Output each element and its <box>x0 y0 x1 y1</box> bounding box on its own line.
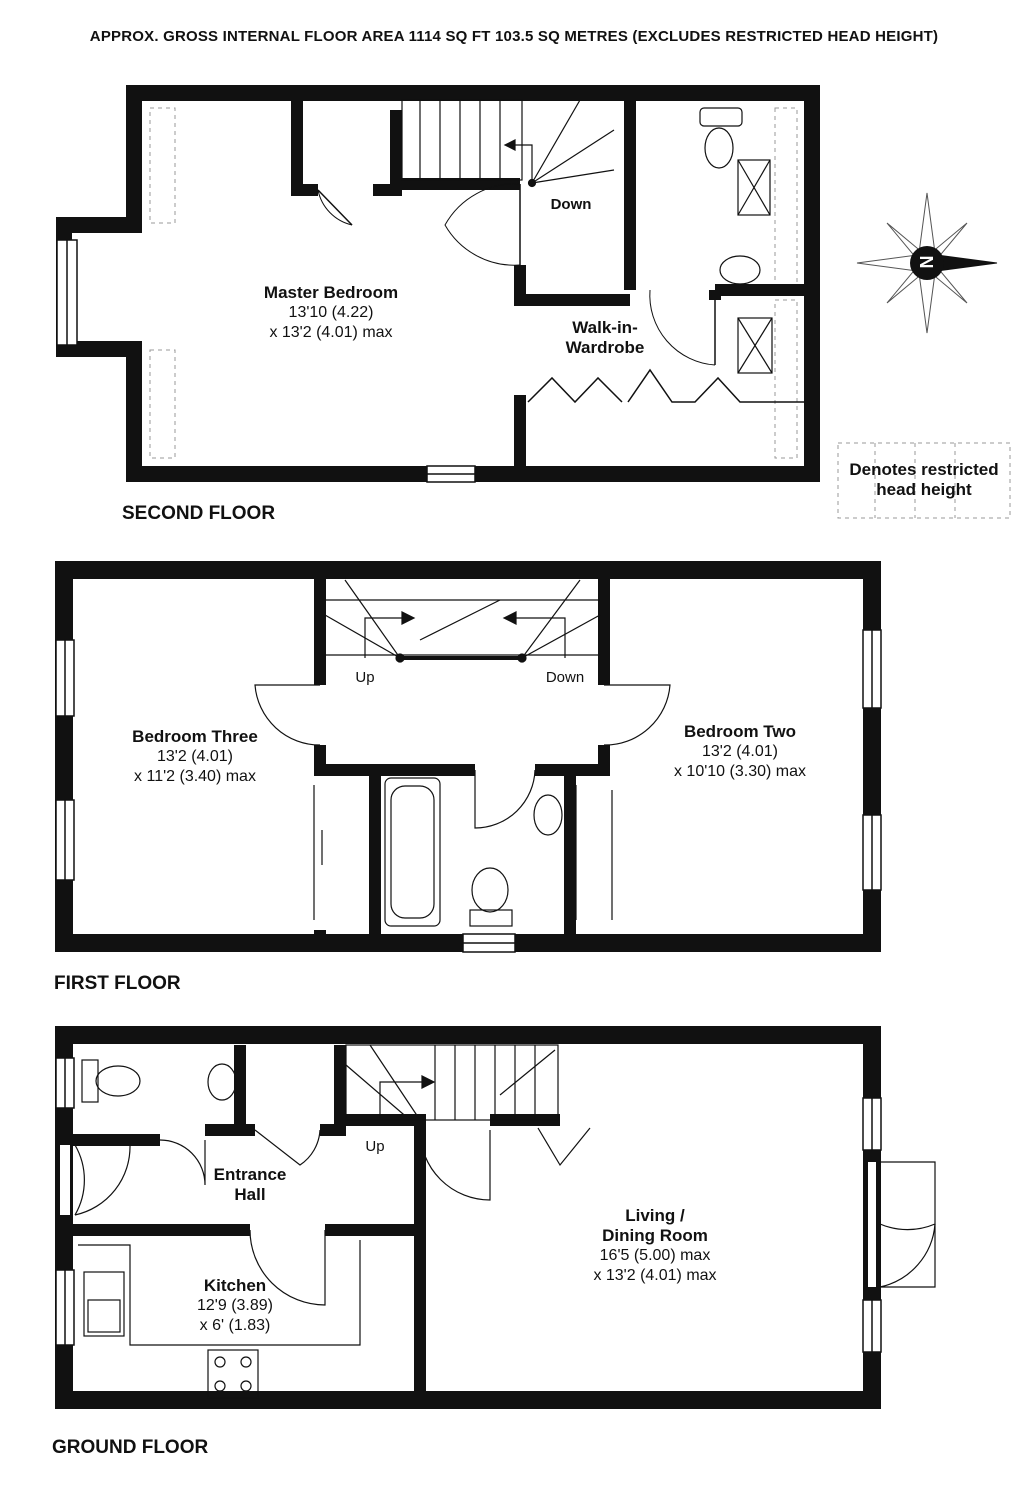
second-floor-walls <box>56 85 820 482</box>
walk-in-line1: Walk-in- <box>572 318 638 337</box>
bedroom-two-label: Bedroom Two 13'2 (4.01) x 10'10 (3.30) m… <box>640 722 840 782</box>
walk-in-line2: Wardrobe <box>565 338 645 357</box>
front-door <box>60 1144 131 1216</box>
entrance-hall-label: Entrance Hall <box>185 1165 315 1205</box>
patio-doors <box>868 1161 936 1288</box>
ensuite-fixtures <box>699 107 773 374</box>
window-bath <box>462 933 516 953</box>
second-floor-title: SECOND FLOOR <box>122 503 276 524</box>
stairs-down-label-first: Down <box>545 669 585 686</box>
entrance-line2: Hall <box>234 1185 266 1204</box>
ground-internal-walls <box>72 1045 560 1395</box>
kitchen-label: Kitchen 12'9 (3.89) x 6' (1.83) <box>160 1276 310 1336</box>
stairs-up-label-first: Up <box>355 669 375 686</box>
first-floor-title: FIRST FLOOR <box>54 973 181 994</box>
window-bed2 <box>862 629 882 891</box>
stairs-up-label-ground: Up <box>365 1138 385 1155</box>
wardrobe-doors <box>527 368 805 404</box>
stairs-down-label-second: Down <box>550 196 592 213</box>
compass-north-label: N <box>917 255 937 269</box>
walk-in-wardrobe-label: Walk-in- Wardrobe <box>540 318 670 358</box>
area-header: APPROX. GROSS INTERNAL FLOOR AREA 1114 S… <box>89 28 939 45</box>
bedroom-three-dim1: 13'2 (4.01) <box>157 748 233 765</box>
ground-floor-plan <box>55 1026 936 1409</box>
stairs-second <box>401 99 615 188</box>
living-dim2: x 13'2 (4.01) max <box>593 1267 717 1284</box>
living-line2: Dining Room <box>602 1226 708 1245</box>
bedroom-three-name: Bedroom Three <box>132 727 258 746</box>
bathroom-fixtures <box>384 777 563 927</box>
kitchen-dim1: 12'9 (3.89) <box>197 1297 273 1314</box>
legend-box <box>837 442 1011 519</box>
master-bedroom-name: Master Bedroom <box>263 283 399 302</box>
legend-label: Denotes restricted head height <box>838 460 1010 500</box>
window-bottom <box>426 465 476 483</box>
bedroom-two-dim1: 13'2 (4.01) <box>702 743 778 760</box>
kitchen-dim2: x 6' (1.83) <box>199 1317 271 1334</box>
bedroom-three-label: Bedroom Three 13'2 (4.01) x 11'2 (3.40) … <box>100 727 290 787</box>
entrance-line1: Entrance <box>213 1165 287 1184</box>
legend-line1: Denotes restricted <box>849 460 999 479</box>
master-bedroom-label: Master Bedroom 13'10 (4.22) x 13'2 (4.01… <box>226 283 436 343</box>
ground-floor-title: GROUND FLOOR <box>52 1437 209 1458</box>
restricted-areas <box>149 107 798 459</box>
doors-ground <box>159 1127 591 1306</box>
doors-first <box>254 684 671 920</box>
master-bedroom-dim1: 13'10 (4.22) <box>288 304 374 321</box>
living-dim1: 16'5 (5.00) max <box>599 1247 711 1264</box>
internal-walls <box>291 100 805 466</box>
window-bed3 <box>55 639 75 881</box>
stairs-first <box>324 579 601 663</box>
compass-icon <box>856 192 998 334</box>
living-room-label: Living / Dining Room 16'5 (5.00) max x 1… <box>570 1206 740 1286</box>
bedroom-two-name: Bedroom Two <box>683 722 797 741</box>
living-line1: Living / <box>625 1206 685 1225</box>
master-bedroom-dim2: x 13'2 (4.01) max <box>269 324 393 341</box>
windows-ground <box>55 1057 882 1353</box>
kitchen-name: Kitchen <box>203 1276 267 1295</box>
second-floor-plan <box>56 85 820 483</box>
bedroom-two-dim2: x 10'10 (3.30) max <box>673 763 806 780</box>
first-internal-walls <box>314 578 610 935</box>
stairs-ground <box>345 1044 559 1121</box>
first-floor-plan <box>55 561 882 953</box>
doors-second <box>317 183 716 366</box>
window-left <box>56 239 78 346</box>
wc-fixtures <box>81 1059 237 1103</box>
bedroom-three-dim2: x 11'2 (3.40) max <box>134 768 256 785</box>
legend-line2: head height <box>876 480 972 499</box>
kitchen-fixtures <box>78 1240 361 1399</box>
